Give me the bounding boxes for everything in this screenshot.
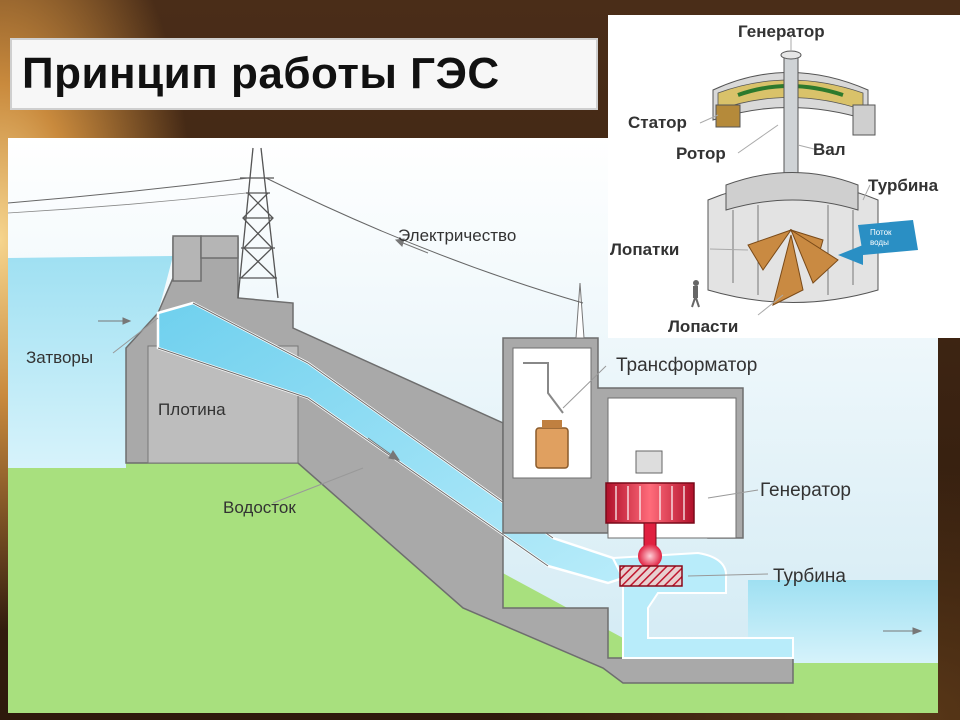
leader-lines (112, 317, 769, 577)
power-line-right (265, 177, 584, 304)
flow-label-line2: воды (870, 238, 889, 247)
inset-label-shaft: Вал (813, 140, 846, 159)
inset-label-blades: Лопасти (668, 317, 738, 336)
inset-label-rotor: Ротор (676, 144, 726, 163)
title-box: Принцип работы ГЭС (10, 38, 598, 110)
turbine-generator-inset: Поток воды Генератор Статор Ротор Вал Ту… (608, 15, 960, 338)
transformer-unit (535, 427, 569, 469)
dam-crest-top (200, 235, 239, 259)
reservoir-water (8, 256, 173, 468)
generator-unit (605, 482, 695, 524)
inset-label-wicket-gates: Лопатки (610, 240, 679, 259)
label-electricity: Электричество (398, 226, 516, 245)
shaft-top (780, 50, 802, 60)
label-turbine: Турбина (773, 566, 846, 587)
page-title: Принцип работы ГЭС (22, 49, 500, 98)
penstock-edge (192, 302, 554, 539)
power-pylon (237, 147, 279, 299)
label-penstock: Водосток (223, 498, 296, 517)
penstock-edge-bottom (157, 347, 549, 567)
inset-leader-lines (699, 37, 871, 316)
dam-crest-block (172, 235, 202, 282)
label-gates: Затворы (26, 348, 93, 367)
label-dam: Плотина (158, 400, 226, 419)
label-transformer: Трансформатор (616, 355, 757, 376)
flow-label-line1: Поток (870, 228, 892, 237)
person-silhouette (691, 280, 700, 308)
generator-exciter (635, 450, 663, 474)
power-line-left (8, 177, 249, 204)
turbine-glow (638, 544, 662, 568)
water-flow-badge: Поток воды (838, 220, 918, 265)
flow-arrows (98, 238, 923, 635)
inset-label-generator: Генератор (738, 22, 825, 41)
transformer-top (542, 420, 562, 428)
roof-mast (575, 282, 585, 339)
runner-blades (747, 228, 839, 306)
ground-right (793, 663, 938, 713)
power-line-left-2 (8, 192, 247, 214)
label-generator: Генератор (760, 480, 851, 501)
inset-label-stator: Статор (628, 113, 687, 132)
turbine-unit (619, 565, 683, 587)
inset-label-turbine: Турбина (868, 176, 939, 195)
transformer-wire (523, 362, 564, 414)
